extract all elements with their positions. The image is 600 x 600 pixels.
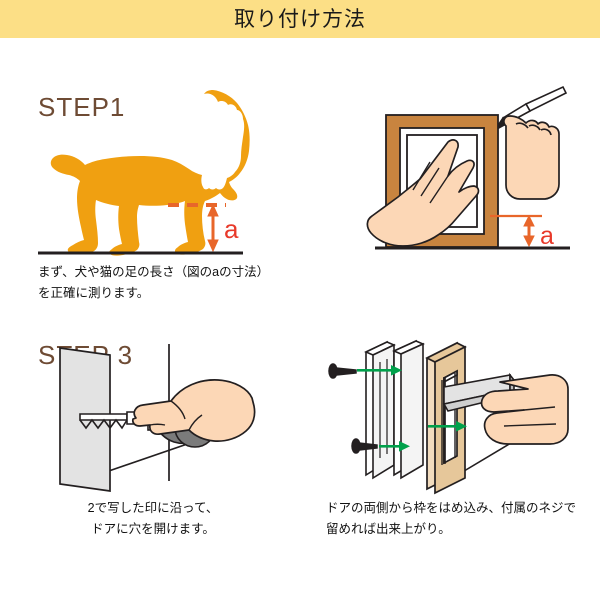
- screw-bottom: [351, 438, 378, 454]
- dog-leg-measure-illustration: a: [38, 90, 250, 256]
- dog-silhouette: [50, 90, 250, 256]
- right-hand-gripping-saw: [131, 379, 256, 442]
- dimension-label-a: a: [540, 222, 554, 250]
- page-title: 取り付け方法: [234, 7, 366, 31]
- dimension-arrow-a: [207, 203, 219, 253]
- frame-tracing-illustration: a: [366, 85, 570, 250]
- step-cell-4: STEP 4: [300, 286, 600, 576]
- assembly-arrow-bottom: [379, 441, 410, 452]
- assembly-arrow-middle: [428, 421, 467, 432]
- front-frame-tan: [425, 341, 467, 495]
- step-1-label: STEP1: [38, 92, 126, 122]
- page-header: 取り付け方法: [0, 0, 600, 38]
- dimension-label-a: a: [224, 214, 239, 244]
- step-1-caption: まず、犬や猫の足の長さ（図のaの寸法） を正確に測ります。: [38, 265, 270, 300]
- door-cutting-saw-illustration: [59, 344, 256, 492]
- frame-assembly-illustration: [328, 339, 569, 495]
- assembly-arrow-top: [357, 365, 402, 376]
- step-cell-2: STEP 2: [300, 38, 600, 286]
- step-3-caption: 2で写した印に沿って、 ドアに穴を開けます。: [87, 501, 219, 536]
- screw-top: [328, 363, 357, 379]
- left-hand-inserting-flap: [480, 374, 569, 445]
- left-hand: [366, 139, 480, 247]
- dimension-arrow-a: [523, 214, 535, 248]
- inner-frame-white: [392, 339, 425, 480]
- step-cell-1: STEP1 a まず、犬や猫の足の長さ（図のaの寸法） を正確に測ります。: [0, 38, 300, 300]
- steps-grid: STEP1 a まず、犬や猫の足の長さ（図のaの寸法） を正確に測ります。: [0, 38, 600, 600]
- step-cell-3: STEP 3: [0, 286, 300, 576]
- step-4-caption: ドアの両側から枠をはめ込み、付属のネジで 留めれば出来上がり。: [326, 501, 577, 536]
- back-frame-white: [364, 340, 396, 480]
- right-hand: [503, 115, 560, 200]
